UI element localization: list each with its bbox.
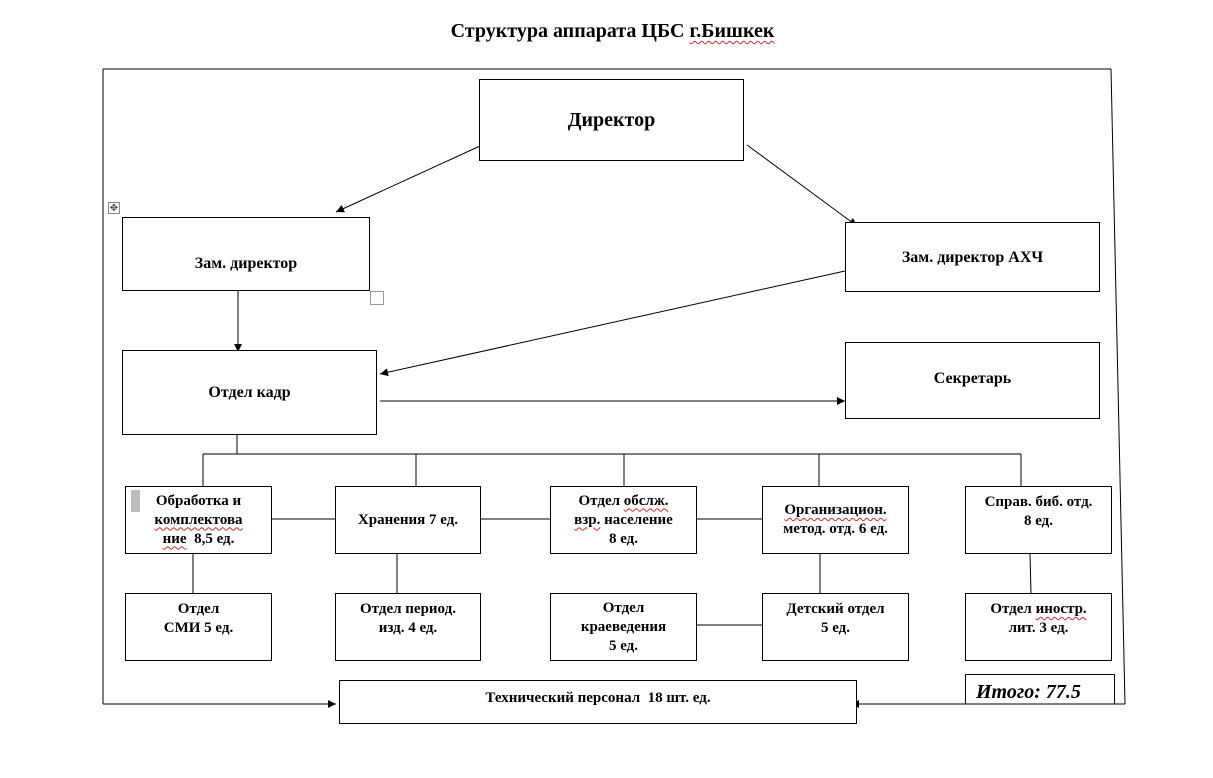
local-history-department-box: Отдел краеведения 5 ед.	[550, 593, 697, 661]
hr-department-box: Отдел кадр	[122, 350, 377, 435]
foreign-lit-line1a: Отдел	[990, 601, 1036, 617]
technical-staff-label: Технический персонал 18 шт. ед.	[485, 690, 711, 706]
org-method-department-box: Организацион. метод. отд. 6 ед.	[762, 486, 909, 554]
org-method-line1: Организацион.	[784, 502, 887, 518]
secretary-label: Секретарь	[933, 370, 1012, 387]
media-line2: СМИ 5 ед.	[163, 620, 234, 636]
page-title: Структура аппарата ЦБС г.Бишкек	[0, 20, 1213, 43]
adult-service-line3: 8 ед.	[608, 530, 639, 547]
deputy-director-box: Зам. директор	[122, 217, 370, 291]
adult-service-department-box: Отдел обслж. взр. население 8 ед.	[550, 486, 697, 554]
total-label: Итого: 77.5	[965, 674, 1115, 704]
local-history-line2: краеведения	[580, 618, 667, 635]
media-line1: Отдел	[177, 601, 220, 617]
media-department-box: Отдел СМИ 5 ед.	[125, 593, 272, 661]
adult-service-line2b: население	[600, 511, 673, 528]
periodicals-line1: Отдел период.	[360, 601, 456, 617]
reference-line2: 8 ед.	[1023, 513, 1054, 529]
storage-department-box: Хранения 7 ед.	[335, 486, 481, 554]
children-line2: 5 ед.	[820, 620, 851, 636]
foreign-lit-line1b: иностр.	[1035, 601, 1087, 617]
deputy-director-label: Зам. директор	[194, 254, 298, 272]
adult-service-line1b: обслж.	[623, 492, 669, 509]
processing-line1: Обработка и	[155, 492, 242, 509]
processing-line2: комплектова	[154, 511, 243, 528]
storage-label: Хранения 7 ед.	[357, 511, 459, 528]
org-method-line2: метод. отд. 6 ед.	[783, 521, 888, 537]
deputy-director-ahch-label: Зам. директор АХЧ	[901, 248, 1044, 266]
local-history-line3: 5 ед.	[608, 637, 639, 654]
director-label: Директор	[567, 108, 656, 131]
adult-service-line2a: взр.	[574, 511, 601, 528]
selection-mark	[131, 490, 140, 512]
processing-department-box: Обработка и комплектова ние 8,5 ед.	[125, 486, 272, 554]
children-line1: Детский отдел	[786, 601, 885, 617]
title-city: г.Бишкек	[689, 20, 775, 42]
foreign-lit-line2: лит. 3 ед.	[1008, 620, 1069, 636]
table-resize-handle-icon[interactable]	[370, 291, 384, 305]
foreign-lit-department-box: Отдел иностр. лит. 3 ед.	[965, 593, 1112, 661]
local-history-line1: Отдел	[602, 599, 645, 616]
periodicals-department-box: Отдел период. изд. 4 ед.	[335, 593, 481, 661]
periodicals-line2: изд. 4 ед.	[378, 620, 438, 636]
children-department-box: Детский отдел 5 ед.	[762, 593, 909, 661]
secretary-box: Секретарь	[845, 342, 1100, 419]
adult-service-line1a: Отдел	[578, 492, 624, 509]
processing-line3a: ние	[162, 530, 187, 547]
reference-department-box: Справ. биб. отд. 8 ед.	[965, 486, 1112, 554]
deputy-director-ahch-box: Зам. директор АХЧ	[845, 222, 1100, 292]
director-box: Директор	[479, 79, 744, 161]
table-move-handle-icon[interactable]: ✥	[108, 202, 120, 214]
title-prefix: Структура аппарата ЦБС	[450, 20, 690, 42]
reference-line1: Справ. биб. отд.	[984, 494, 1093, 510]
processing-line3b: 8,5 ед.	[186, 530, 235, 547]
technical-staff-box: Технический персонал 18 шт. ед.	[339, 680, 857, 724]
hr-department-label: Отдел кадр	[208, 384, 291, 401]
